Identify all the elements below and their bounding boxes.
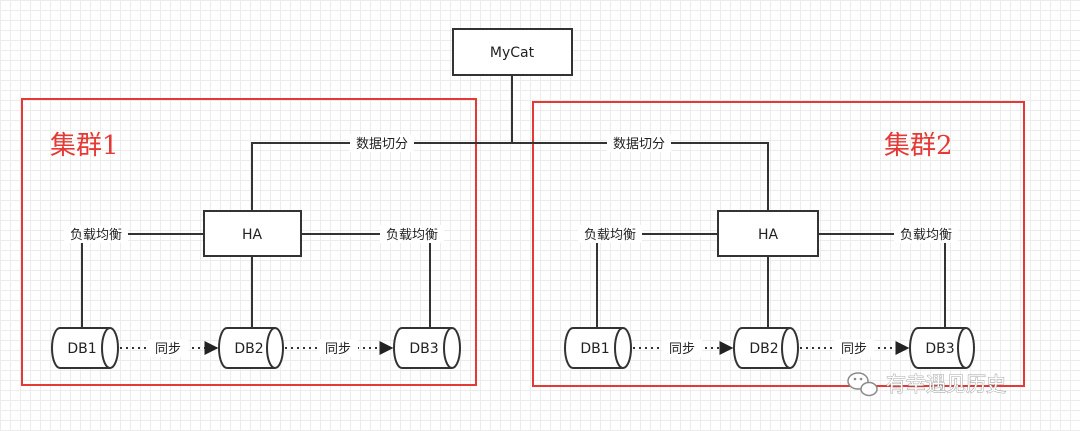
split-line-right [512, 142, 769, 211]
cluster-2-db1[interactable]: DB1 [564, 327, 632, 369]
cluster-2-lb-right-line [818, 233, 946, 328]
cluster-1-lb-right: 负载均衡 [386, 228, 438, 243]
cluster-1-db1-label: DB1 [67, 341, 96, 357]
cluster-2-lb-left-line [596, 233, 718, 328]
split-label-1: 数据切分 [356, 137, 408, 152]
cluster-1-title: 集群1 [50, 131, 119, 161]
cluster-2-sync-1: 同步 [669, 342, 695, 357]
cluster-2-border [532, 101, 1025, 387]
cluster-2-ha-label: HA [758, 227, 779, 243]
cluster-1-lb-left: 负载均衡 [70, 228, 122, 243]
cluster-1-ha-node[interactable] [203, 210, 302, 257]
split-label-2: 数据切分 [613, 137, 665, 152]
wechat-icon [847, 372, 878, 397]
cluster-2-sync-2: 同步 [841, 342, 867, 357]
cluster-2-lb-right: 负载均衡 [900, 228, 952, 243]
split-line-left [251, 142, 512, 211]
cluster-2-db1-label: DB1 [580, 341, 609, 357]
cluster-1-lb-left-bg [64, 225, 128, 243]
cluster-1-lb-right-bg [380, 225, 444, 243]
cluster-2-lb-left: 负载均衡 [584, 228, 636, 243]
cluster-2-lb-left-bg [578, 225, 642, 243]
cluster-2-sync-bg-2 [834, 339, 874, 357]
cluster-2-db2-label: DB2 [749, 341, 778, 357]
mycat-node[interactable] [452, 28, 573, 76]
cluster-1-ha-label: HA [242, 227, 263, 243]
cluster-2-db3-label: DB3 [925, 341, 954, 357]
cluster-1-lb-left-line [81, 233, 204, 328]
cluster-2-db2[interactable]: DB2 [733, 327, 799, 369]
cluster-1-sync-2: 同步 [325, 342, 351, 357]
cluster-1-border [21, 98, 477, 386]
watermark-text: 有幸遇见历史 [886, 372, 1006, 396]
cluster-2-db3[interactable]: DB3 [909, 327, 975, 369]
cluster-2-lb-right-bg [894, 225, 958, 243]
cluster-1-db3[interactable]: DB3 [393, 327, 461, 369]
cluster-2-ha-node[interactable] [717, 210, 819, 257]
cluster-1-sync-bg-2 [318, 339, 358, 357]
cluster-1-db3-label: DB3 [409, 341, 438, 357]
cluster-2-title: 集群2 [884, 131, 953, 161]
mycat-label: MyCat [490, 45, 535, 61]
cluster-1-sync-bg-1 [148, 339, 188, 357]
cluster-1-db2-label: DB2 [234, 341, 263, 357]
split-label-bg-2 [607, 134, 671, 152]
cluster-1-sync-1: 同步 [155, 342, 181, 357]
cluster-2-sync-bg-1 [662, 339, 702, 357]
cluster-1-lb-right-line [301, 233, 431, 328]
cluster-1-db1[interactable]: DB1 [51, 327, 119, 369]
split-label-bg-1 [350, 134, 414, 152]
cluster-1-db2[interactable]: DB2 [218, 327, 284, 369]
